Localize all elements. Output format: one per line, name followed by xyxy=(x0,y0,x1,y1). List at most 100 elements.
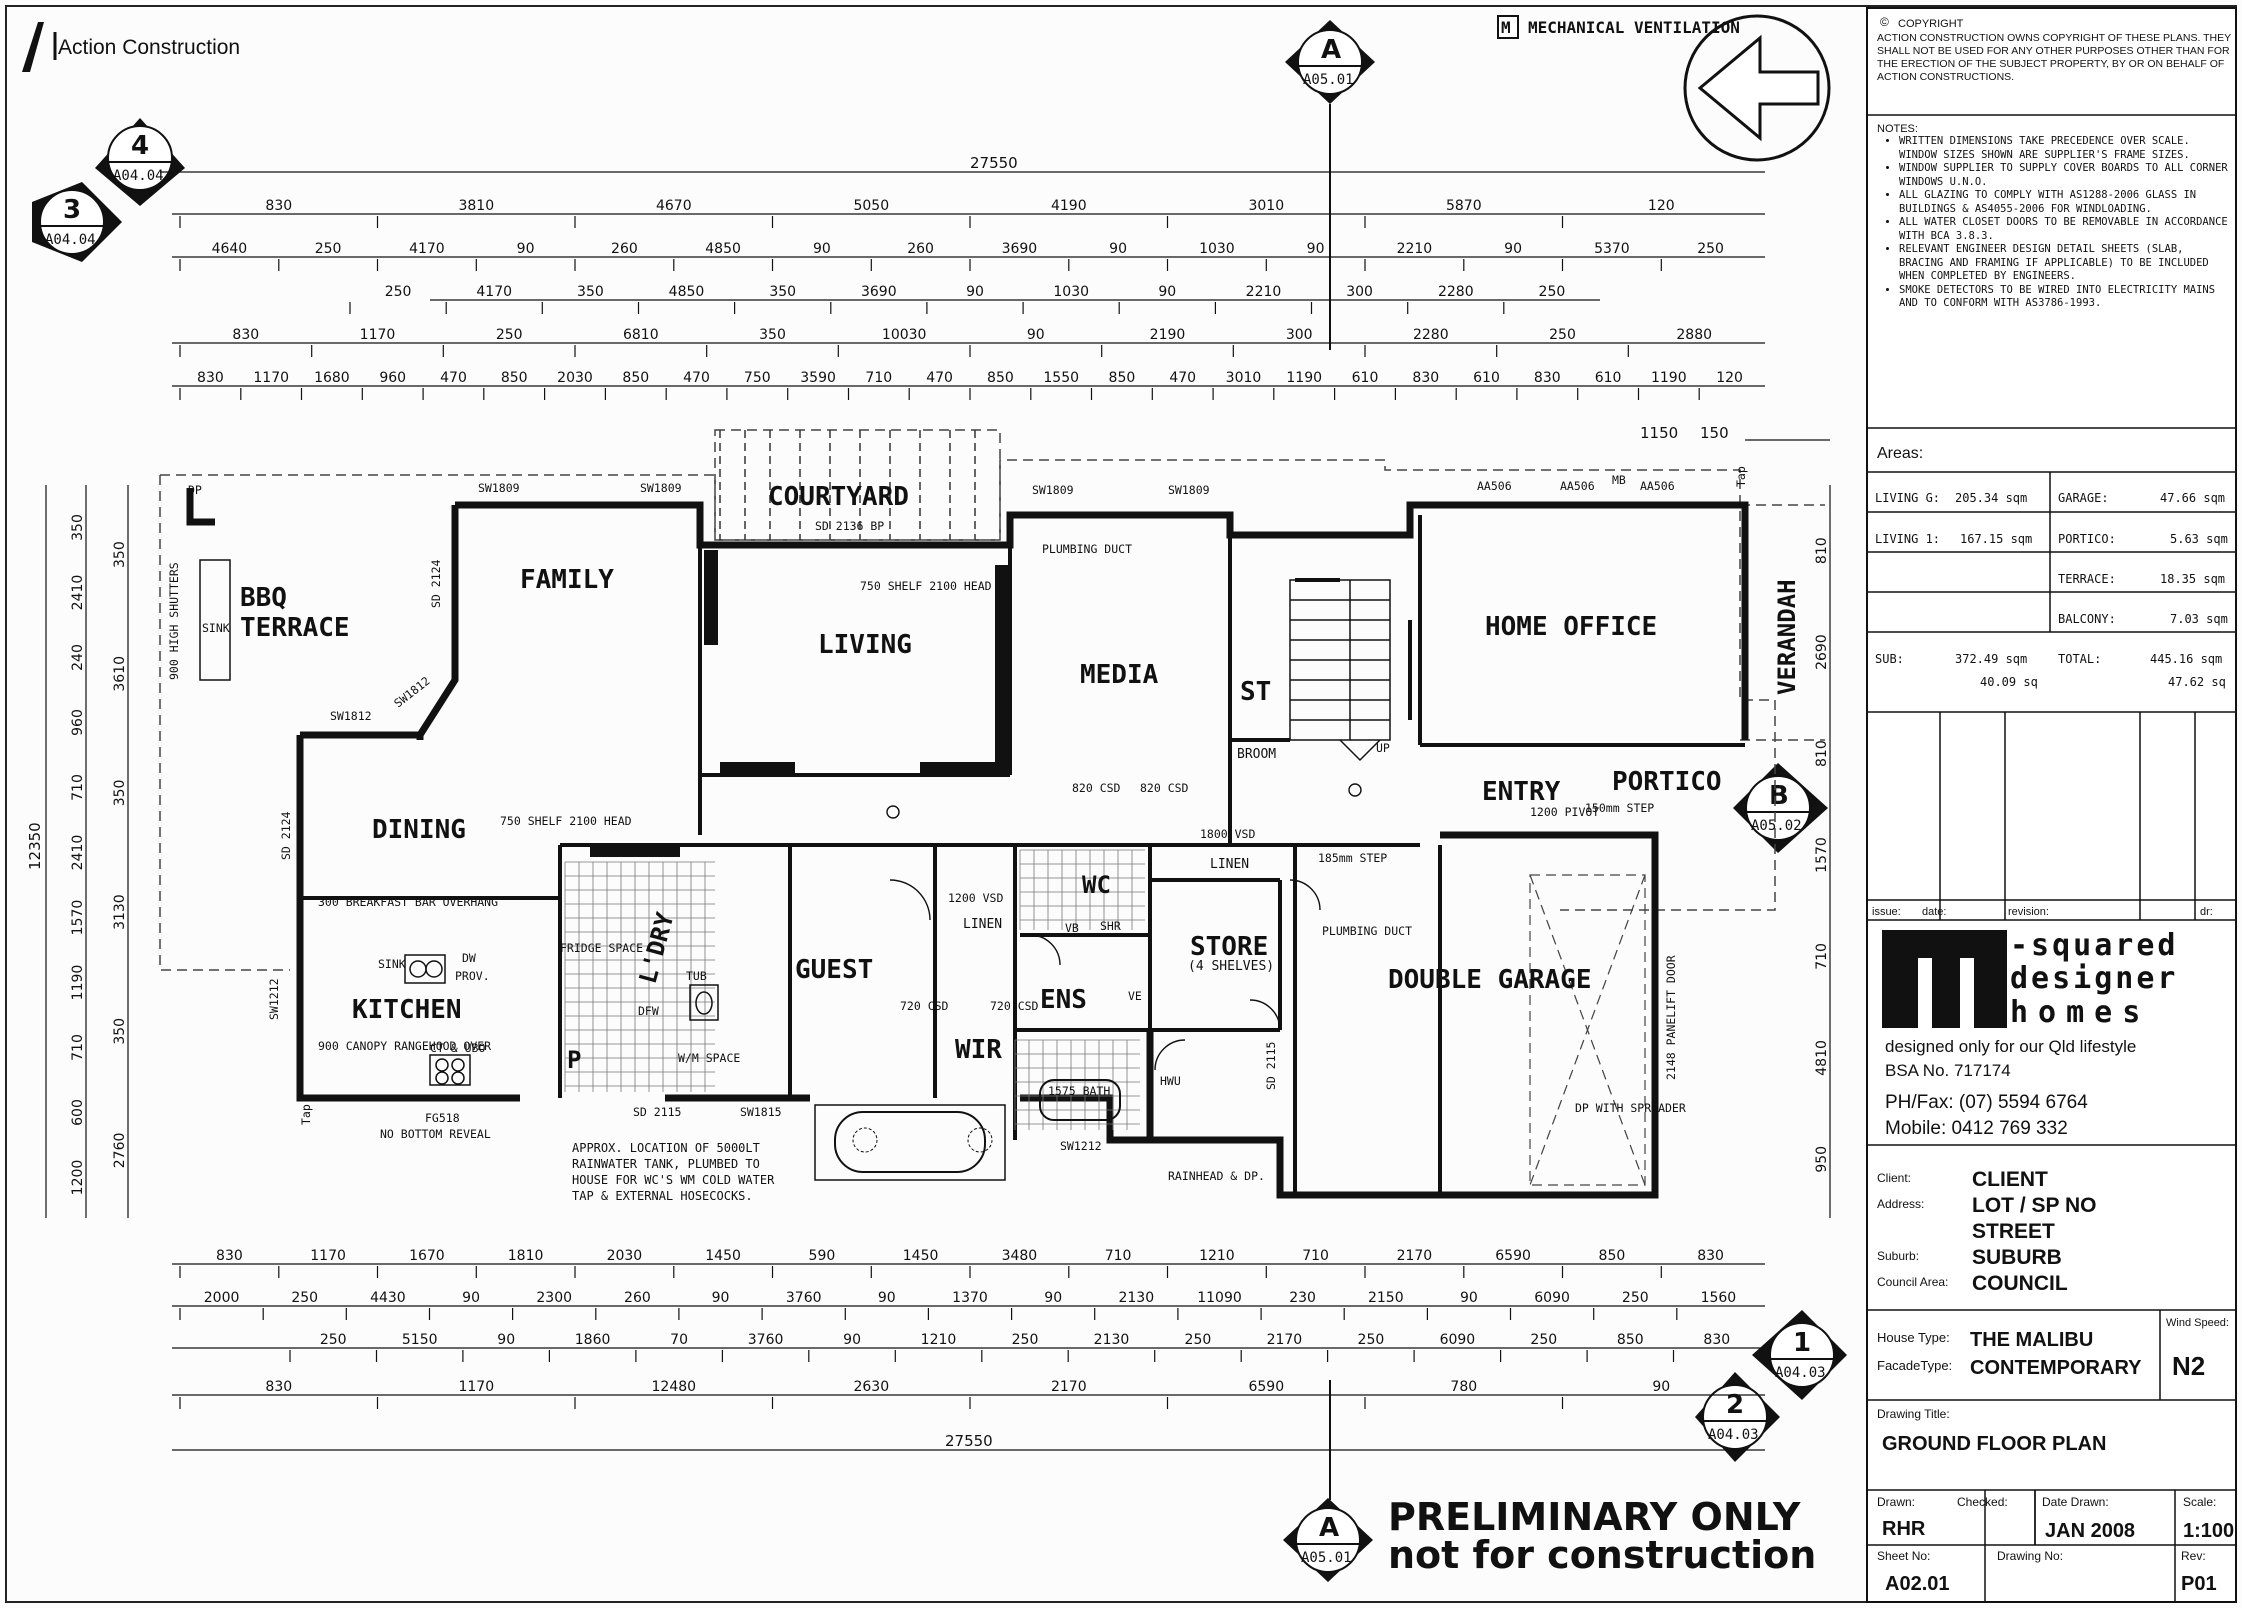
dimension-value: 90 xyxy=(1158,284,1176,300)
dimension-value: 810 xyxy=(1814,537,1830,564)
dimension-value: 90 xyxy=(1044,1290,1062,1306)
copyright-text-box: ACTION CONSTRUCTION OWNS COPYRIGHT OF TH… xyxy=(1877,32,2231,83)
room-kitchen: KITCHEN xyxy=(352,995,462,1025)
room-double-garage: DOUBLE GARAGE xyxy=(1388,965,1592,995)
dimension-value: 350 xyxy=(112,780,128,807)
dimension-value: 710 xyxy=(70,1034,86,1061)
facade-label: FacadeType: xyxy=(1877,1358,1952,1373)
dimension-value: 250 xyxy=(1539,284,1566,300)
company-name: Action Construction xyxy=(58,36,240,59)
notes-box: WRITTEN DIMENSIONS TAKE PRECEDENCE OVER … xyxy=(1877,135,2232,425)
dimension-value: 350 xyxy=(112,541,128,568)
side-dimension-1: 1150 xyxy=(1640,424,1678,442)
section-marker-3: 3 A04.04 xyxy=(32,182,122,262)
dimension-value: 2280 xyxy=(1413,327,1449,343)
room-ens: ENS xyxy=(1040,985,1087,1015)
area-portico-label: PORTICO: xyxy=(2058,532,2116,546)
area-sub-value: 372.49 sqm xyxy=(1955,652,2027,666)
dimension-value: 830 xyxy=(1703,1332,1730,1348)
note-dp-spreader: DP WITH SPREADER xyxy=(1575,1101,1686,1115)
note-ct-ubo: CT & UBO xyxy=(430,1041,485,1055)
dimension-value: 710 xyxy=(865,370,892,386)
marker-ref: A04.03 xyxy=(1708,1427,1759,1443)
section-marker-4: 4 A04.04 xyxy=(95,118,185,206)
note-sw1812-b: SW1812 xyxy=(391,674,432,711)
dimension-value: 5150 xyxy=(402,1332,438,1348)
note-sw1809-a: SW1809 xyxy=(478,481,520,495)
dimension-value: 1680 xyxy=(314,370,350,386)
area-living-1-label: LIVING 1: xyxy=(1875,532,1940,546)
brand-bsa: BSA No. 717174 xyxy=(1885,1061,2011,1080)
dimension-lines xyxy=(45,171,1831,1451)
dimension-value: 260 xyxy=(624,1290,651,1306)
garage-door-panel xyxy=(1529,874,1646,1186)
dimension-value: 1200 xyxy=(70,1160,86,1196)
room-living: LIVING xyxy=(818,630,912,660)
dimension-value: 1170 xyxy=(253,370,289,386)
dimension-value: 830 xyxy=(216,1248,243,1264)
dimension-value: 90 xyxy=(843,1332,861,1348)
dimension-value: 3130 xyxy=(112,894,128,930)
address-line-2: STREET xyxy=(1972,1220,2055,1243)
dimension-value: 830 xyxy=(232,327,259,343)
dimension-value: 830 xyxy=(1412,370,1439,386)
council-label: Council Area: xyxy=(1877,1275,1948,1289)
drawn-value: RHR xyxy=(1882,1518,1926,1540)
marker-num: 4 xyxy=(131,131,149,161)
tile-grid xyxy=(564,849,1145,1130)
dimension-value: 250 xyxy=(1697,241,1724,257)
left-dimensions: 3502410240960710241015701190710600120035… xyxy=(70,514,128,1195)
note-tub: TUB xyxy=(686,969,707,983)
dimension-value: 960 xyxy=(379,370,406,386)
section-marker-a-bottom: A A05.01 xyxy=(1283,1498,1373,1582)
room-pantry: P xyxy=(567,1046,581,1074)
dimension-value: 850 xyxy=(1109,370,1136,386)
marker-ref: A05.02 xyxy=(1751,818,1802,834)
note-mb: MB xyxy=(1612,473,1626,487)
drawing-title-label: Drawing Title: xyxy=(1877,1407,1950,1421)
dimension-value: 4190 xyxy=(1051,198,1087,214)
dimension-value: 260 xyxy=(907,241,934,257)
dimension-value: 710 xyxy=(1302,1248,1329,1264)
section-marker-1: 1 A04.03 xyxy=(1752,1310,1847,1400)
dimension-value: 1170 xyxy=(310,1248,346,1264)
note-csd720-a: 720 CSD xyxy=(900,999,949,1013)
note-csd820-b: 820 CSD xyxy=(1140,781,1189,795)
scale-label: Scale: xyxy=(2183,1495,2216,1509)
note-dw: DW xyxy=(462,951,476,965)
courtyard-pergola xyxy=(719,430,976,540)
note-item: ALL WATER CLOSET DOORS TO BE REMOVABLE I… xyxy=(1899,216,2232,243)
dimension-value: 250 xyxy=(385,284,412,300)
dimension-value: 600 xyxy=(70,1099,86,1126)
note-sink-bbq: SINK xyxy=(202,621,230,635)
drawing-title-value: GROUND FLOOR PLAN xyxy=(1882,1433,2106,1455)
note-aa506-c: AA506 xyxy=(1640,479,1675,493)
dimension-value: 610 xyxy=(1473,370,1500,386)
room-dining: DINING xyxy=(372,815,466,845)
marker-num: B xyxy=(1769,781,1789,811)
note-sink-kitchen: SINK xyxy=(378,957,406,971)
dimension-value: 3010 xyxy=(1248,198,1284,214)
area-portico-value: 5.63 sqm xyxy=(2170,532,2228,546)
brand-line-1: -squared xyxy=(2010,928,2179,963)
note-prov: PROV. xyxy=(455,969,490,983)
note-rainhead: RAINHEAD & DP. xyxy=(1168,1169,1265,1183)
dimension-value: 3010 xyxy=(1226,370,1262,386)
dimension-value: 1030 xyxy=(1199,241,1235,257)
brand-logo: -squared designer homes xyxy=(1882,928,2179,1030)
room-wir: WIR xyxy=(955,1035,1002,1065)
note-vb: VB xyxy=(1065,921,1079,935)
note-item: WINDOW SUPPLIER TO SUPPLY COVER BOARDS T… xyxy=(1899,162,2232,189)
dimension-value: 2880 xyxy=(1676,327,1712,343)
dimension-value: 2130 xyxy=(1118,1290,1154,1306)
roof-outline xyxy=(159,429,1825,971)
ventilation-legend: M MECHANICAL VENTILATION xyxy=(1497,15,1740,39)
dimension-value: 2130 xyxy=(1094,1332,1130,1348)
revision-dr: dr: xyxy=(2200,906,2213,918)
dimension-value: 2170 xyxy=(1267,1332,1303,1348)
dimension-value: 250 xyxy=(1012,1332,1039,1348)
dimension-value: 4170 xyxy=(476,284,512,300)
dimension-value: 1860 xyxy=(575,1332,611,1348)
dimension-value: 960 xyxy=(70,709,86,736)
dimension-value: 590 xyxy=(809,1248,836,1264)
